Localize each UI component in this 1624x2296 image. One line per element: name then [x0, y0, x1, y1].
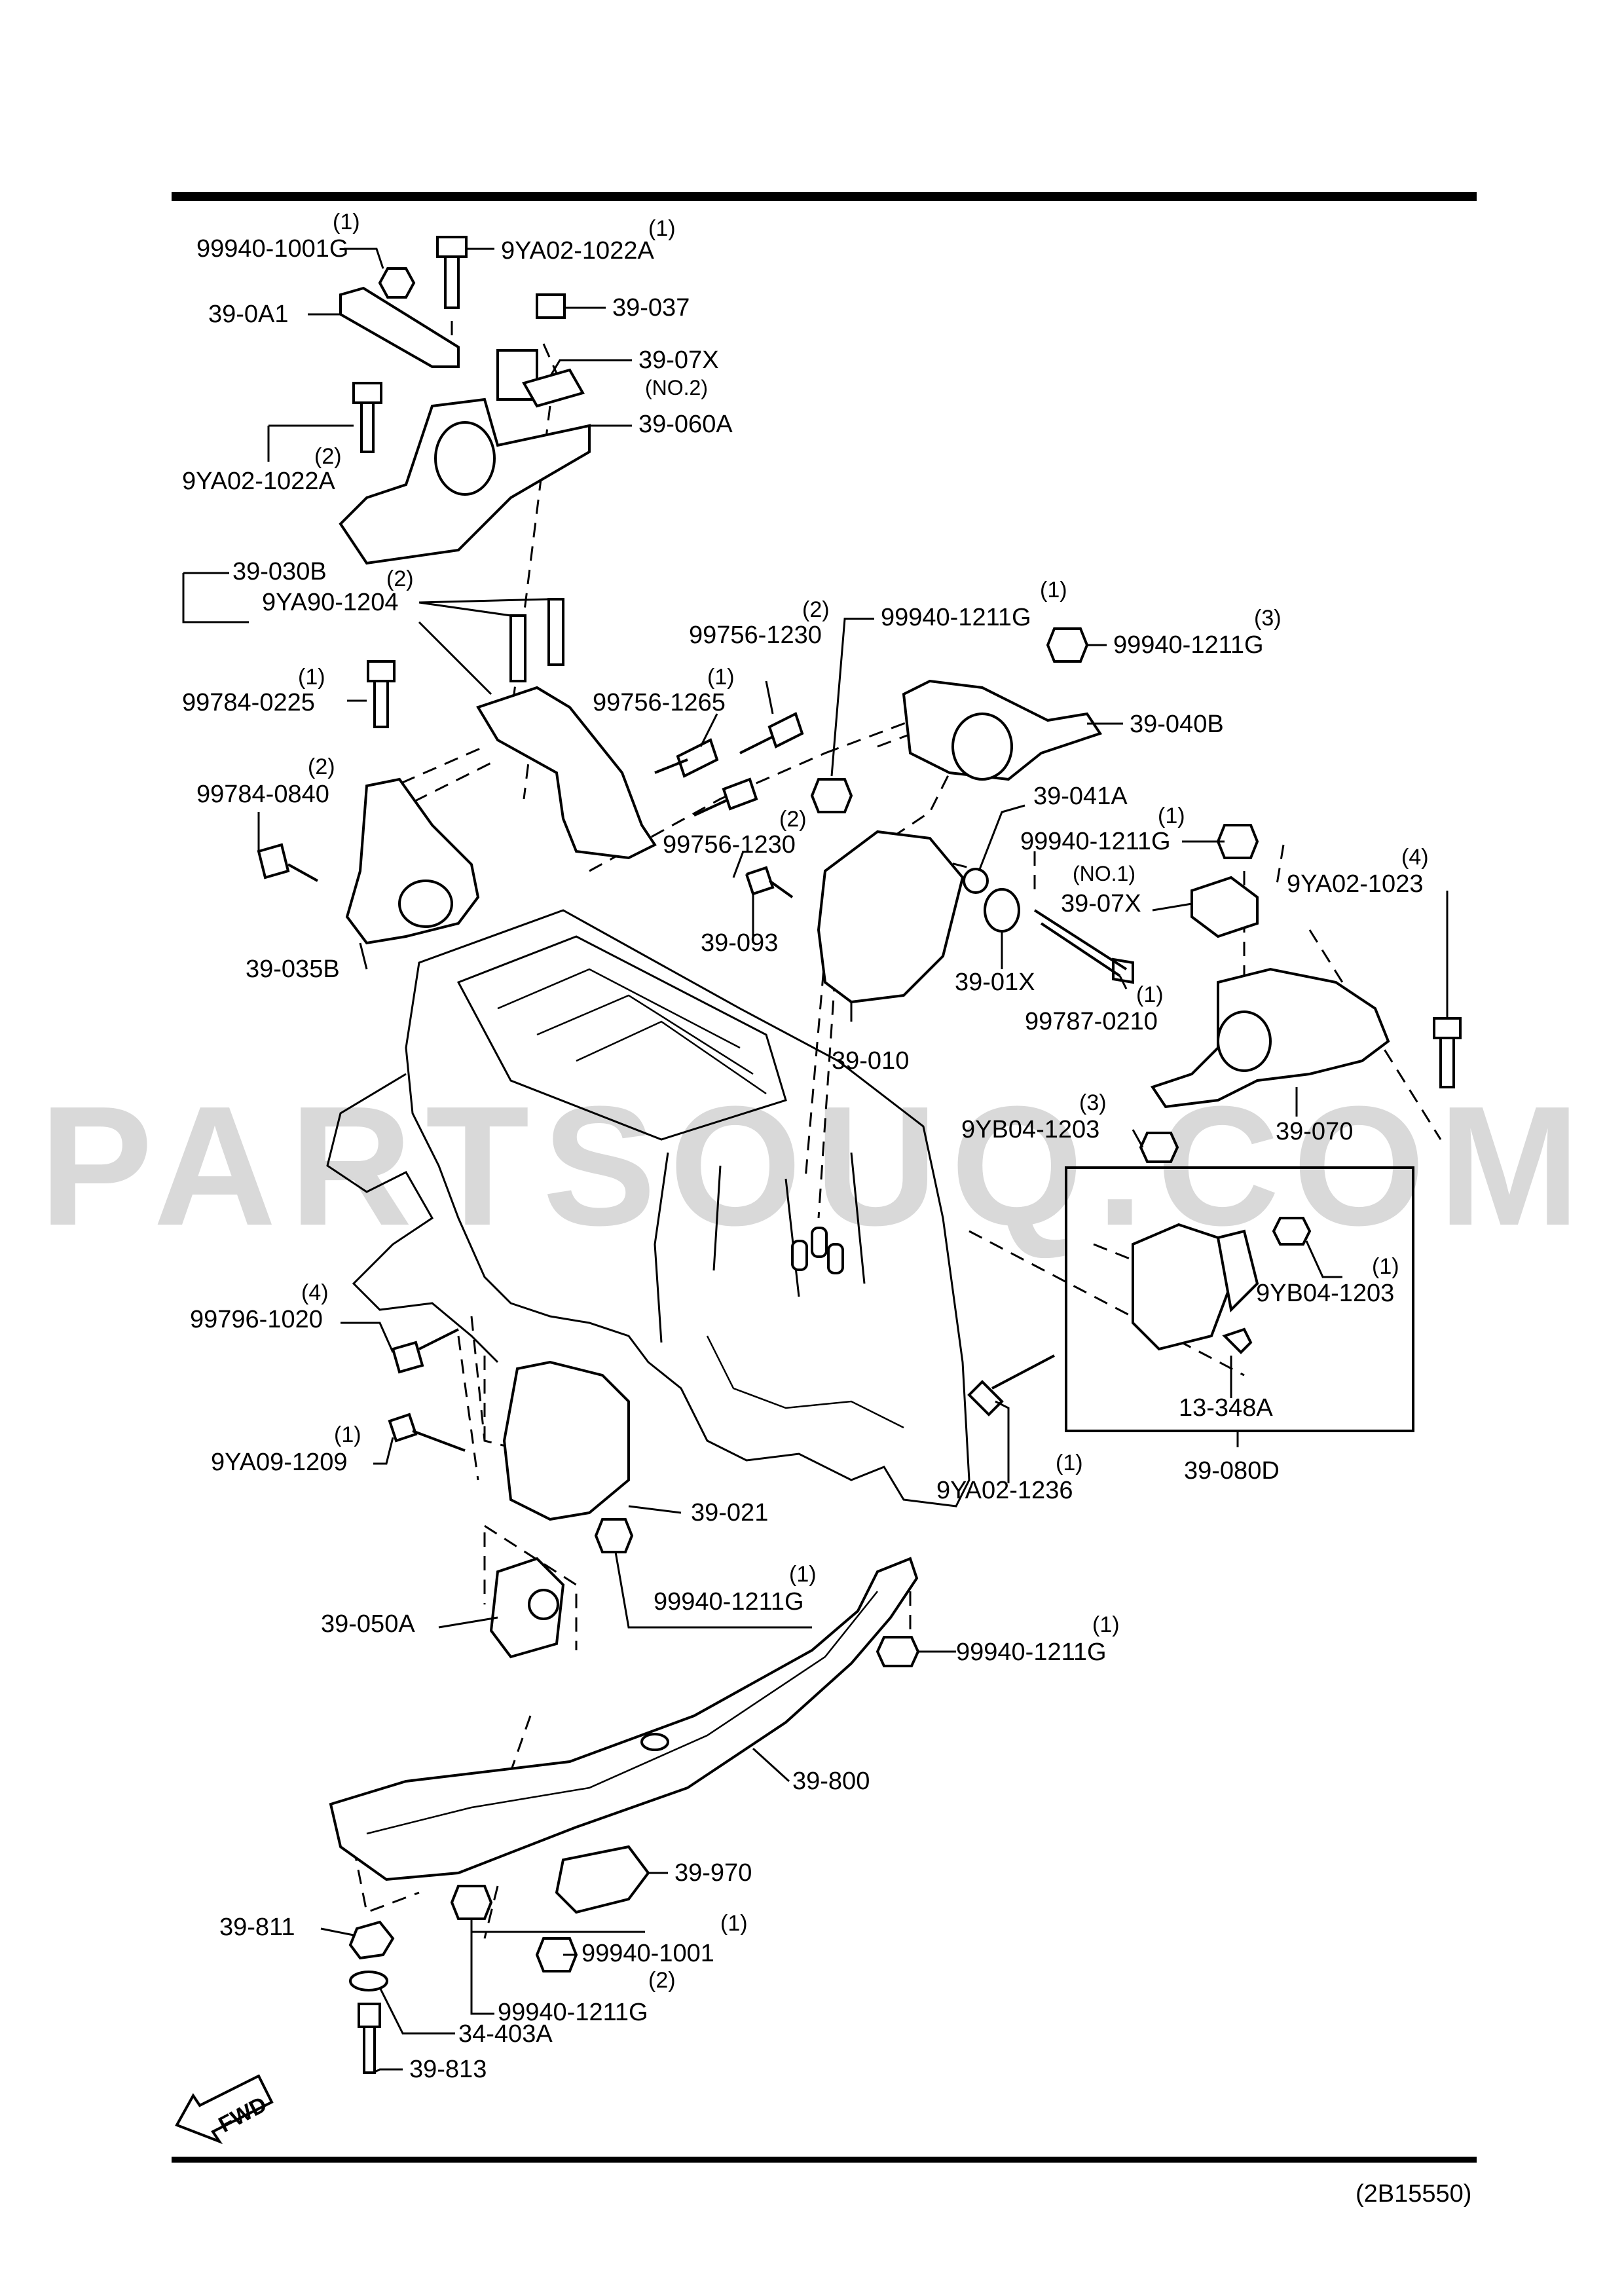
part-drawings: [175, 236, 1462, 2145]
label-9YA02-1022A-top[interactable]: 9YA02-1022A: [501, 237, 654, 265]
qty-99787-0210: (1): [1136, 982, 1164, 1007]
labels: (1) 99940-1001G (1) 9YA02-1022A 39-0A1 3…: [182, 210, 1471, 2208]
label-99756-1230-top[interactable]: 99756-1230: [689, 621, 822, 649]
bracket-021-drawing: [502, 1360, 630, 1521]
label-39-037[interactable]: 39-037: [612, 294, 690, 322]
label-9YA02-1236[interactable]: 9YA02-1236: [936, 1477, 1073, 1504]
label-9YA02-1023[interactable]: 9YA02-1023: [1287, 870, 1423, 898]
qty-9YB04-1203-b: (1): [1372, 1254, 1399, 1279]
leader-lines: [182, 248, 1449, 2074]
label-99756-1230-bot[interactable]: 99756-1230: [663, 831, 796, 859]
label-39-800[interactable]: 39-800: [792, 1768, 870, 1795]
label-39-811[interactable]: 39-811: [219, 1914, 295, 1941]
label-39-813[interactable]: 39-813: [409, 2056, 487, 2083]
label-39-060A[interactable]: 39-060A: [638, 411, 733, 438]
qty-9YA02-1236: (1): [1056, 1451, 1083, 1475]
mount-050a-drawing: [489, 1557, 565, 1659]
label-99940-1211G-a[interactable]: 99940-1211G: [881, 604, 1031, 631]
label-99940-1211G-e[interactable]: 99940-1211G: [956, 1639, 1107, 1666]
bolt-drawing: [436, 236, 468, 309]
nut-drawing: [378, 267, 416, 299]
label-39-080D[interactable]: 39-080D: [1184, 1457, 1280, 1485]
label-39-010[interactable]: 39-010: [832, 1047, 909, 1075]
label-39-093[interactable]: 39-093: [701, 929, 778, 957]
qty-99756-1230-bot: (2): [779, 807, 807, 832]
label-99796-1020[interactable]: 99796-1020: [190, 1306, 323, 1333]
label-39-970[interactable]: 39-970: [674, 1859, 752, 1887]
label-39-0A1[interactable]: 39-0A1: [208, 301, 289, 328]
label-39-040B[interactable]: 39-040B: [1130, 711, 1224, 738]
qty-99940-1211G-e: (1): [1092, 1612, 1120, 1637]
label-99940-1211G-f[interactable]: 99940-1211G: [498, 1999, 648, 2026]
inset-box-080d: [1065, 1166, 1414, 1432]
label-39-041A[interactable]: 39-041A: [1033, 783, 1128, 810]
label-39-030B[interactable]: 39-030B: [232, 558, 327, 585]
qty-99756-1230-top: (2): [802, 597, 830, 622]
label-9YB04-1203-b[interactable]: 9YB04-1203: [1256, 1280, 1394, 1307]
note-39-07X-no1: (NO.1): [1073, 862, 1135, 885]
qty-99796-1020: (4): [301, 1280, 329, 1305]
label-39-07X-no1[interactable]: 39-07X: [1061, 890, 1141, 917]
label-39-07X-no2[interactable]: 39-07X: [638, 346, 719, 374]
label-99940-1001G-top[interactable]: 99940-1001G: [196, 235, 348, 263]
label-9YA09-1209[interactable]: 9YA09-1209: [211, 1449, 347, 1476]
qty-99940-1001G-top: (1): [333, 210, 360, 234]
bracket-0a1-drawing: [339, 286, 460, 368]
label-99756-1265[interactable]: 99756-1265: [593, 689, 726, 716]
label-99784-0225[interactable]: 99784-0225: [182, 689, 315, 716]
crossmember-800-drawing: [329, 1557, 919, 1881]
qty-99940-1211G-c: (1): [1158, 804, 1185, 828]
qty-99940-1211G-b: (3): [1254, 606, 1282, 631]
qty-99940-1211G-d: (1): [789, 1562, 817, 1587]
qty-9YA02-1023: (4): [1401, 845, 1429, 870]
diagram-code: (2B15550): [1356, 2180, 1471, 2208]
fwd-arrow-icon: [175, 2074, 274, 2145]
qty-99940-1211G-a: (1): [1040, 578, 1067, 602]
label-39-035B[interactable]: 39-035B: [246, 955, 340, 983]
qty-99756-1265: (1): [707, 665, 735, 690]
label-39-050A[interactable]: 39-050A: [321, 1610, 415, 1638]
engine-block: [326, 909, 970, 1508]
label-9YA02-1022A-left[interactable]: 9YA02-1022A: [182, 468, 335, 495]
qty-9YA02-1022A-top: (1): [648, 216, 676, 241]
label-99940-1211G-b[interactable]: 99940-1211G: [1113, 631, 1264, 659]
label-9YB04-1203-a[interactable]: 9YB04-1203: [961, 1116, 1099, 1143]
qty-99940-1211G-f: (2): [648, 1968, 676, 1993]
label-99940-1211G-d[interactable]: 99940-1211G: [654, 1588, 804, 1616]
label-99787-0210[interactable]: 99787-0210: [1025, 1008, 1158, 1035]
label-34-403A[interactable]: 34-403A: [458, 2020, 553, 2048]
label-39-070[interactable]: 39-070: [1276, 1118, 1353, 1145]
qty-9YA09-1209: (1): [334, 1422, 361, 1447]
qty-99784-0225: (1): [298, 665, 325, 690]
label-39-01X[interactable]: 39-01X: [955, 969, 1035, 996]
bracket-010-drawing: [817, 830, 965, 1004]
note-39-07X-no2: (NO.2): [645, 376, 708, 399]
label-39-021[interactable]: 39-021: [691, 1499, 768, 1527]
label-13-348A[interactable]: 13-348A: [1179, 1394, 1273, 1422]
label-99940-1211G-c[interactable]: 99940-1211G: [1020, 828, 1171, 855]
qty-99940-1001: (1): [720, 1911, 748, 1936]
qty-9YB04-1203-a: (3): [1079, 1090, 1107, 1115]
label-9YA90-1204[interactable]: 9YA90-1204: [262, 589, 398, 616]
label-99940-1001[interactable]: 99940-1001: [581, 1940, 714, 1967]
label-99784-0840[interactable]: 99784-0840: [196, 781, 329, 808]
qty-9YA02-1022A-left: (2): [314, 444, 342, 469]
qty-9YA90-1204: (2): [386, 566, 414, 591]
qty-99784-0840: (2): [308, 754, 335, 779]
bracket-030b-drawing: [476, 686, 657, 860]
